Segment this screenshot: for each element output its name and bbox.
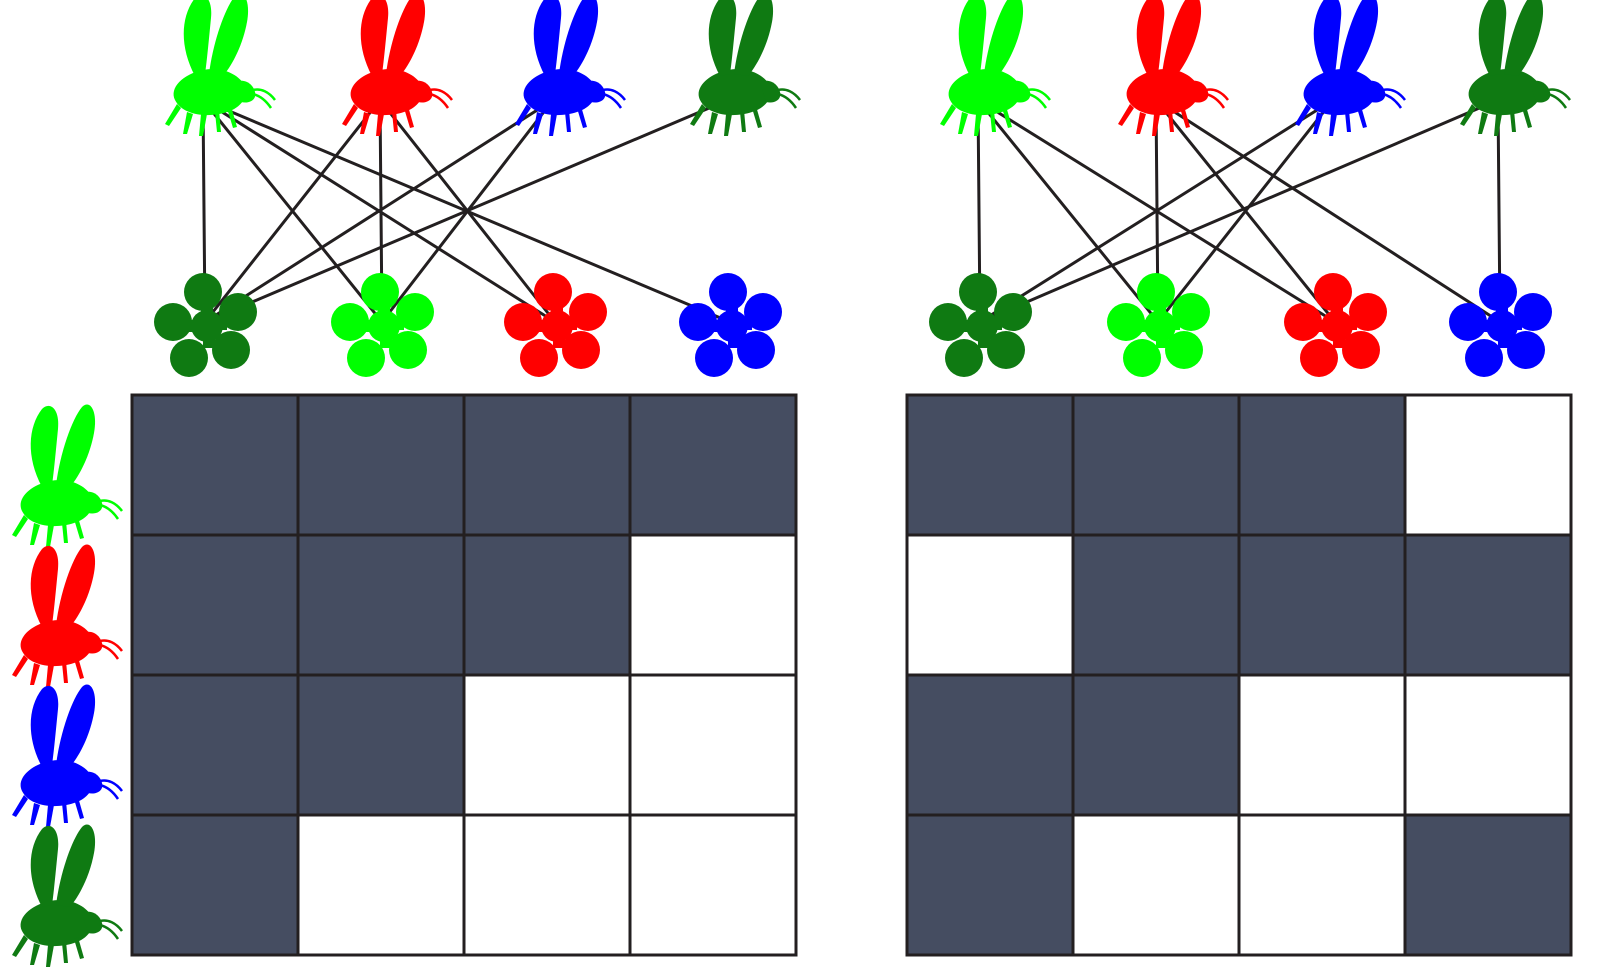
right-network-matrix-border	[905, 393, 1573, 957]
left-network-matrix-cell-3-2	[462, 813, 632, 957]
left-network-matrix-cell-3-3	[628, 813, 798, 957]
left-network-matrix-cell-1-1	[296, 533, 466, 677]
right-network-matrix-cell-3-1	[1071, 813, 1241, 957]
matrix-row-pollinator-dark-green-bee-icon	[10, 823, 124, 969]
right-network-matrix-cell-1-3	[1403, 533, 1573, 677]
left-network-matrix	[130, 393, 798, 957]
left-network-matrix-cell-0-2	[462, 393, 632, 537]
right-network-pollinator-bright-green-bee-icon	[938, 0, 1052, 138]
matrix-row-pollinator-blue-bee-icon	[10, 683, 124, 829]
left-network-matrix-cell-2-2	[462, 673, 632, 817]
right-network-matrix-cell-2-0	[905, 673, 1075, 817]
left-network-matrix-cell-1-2	[462, 533, 632, 677]
right-network-plant-dark-green-flower-icon	[929, 273, 1032, 377]
right-network-pollinator-red-bee-icon	[1116, 0, 1230, 138]
left-network-pollinator-dark-green-bee-icon	[688, 0, 802, 138]
plant-nodes	[154, 273, 1552, 377]
right-network-edge-pollinator-dark-green-plant-dark-green	[978, 98, 1500, 324]
right-network-matrix-cell-1-2	[1237, 533, 1407, 677]
left-network-edge-pollinator-dark-green-plant-dark-green	[203, 98, 730, 324]
matrix-row-pollinator-red-bee-icon	[10, 543, 124, 689]
left-network-edge-pollinator-red-plant-dark-green	[203, 98, 382, 324]
pollinator-nodes	[163, 0, 1572, 138]
left-network-edge-pollinator-blue-plant-dark-green	[203, 98, 555, 324]
right-network-matrix-cell-1-0	[905, 533, 1075, 677]
left-network-matrix-cell-2-3	[628, 673, 798, 817]
right-network-pollinator-dark-green-bee-icon	[1458, 0, 1572, 138]
right-network-edge-pollinator-bright-green-plant-bright-green	[976, 98, 1160, 324]
right-network-matrix-cell-3-0	[905, 813, 1075, 957]
right-network-matrix-cell-0-3	[1403, 393, 1573, 537]
right-network-matrix	[905, 393, 1573, 957]
right-network-plant-bright-green-flower-icon	[1107, 273, 1210, 377]
matrix-row-pollinator-icons	[10, 403, 124, 969]
left-network-plant-red-flower-icon	[504, 273, 607, 377]
left-network-matrix-cell-2-1	[296, 673, 466, 817]
right-network-matrix-cell-0-2	[1237, 393, 1407, 537]
left-network-pollinator-red-bee-icon	[340, 0, 454, 138]
left-network-pollinator-blue-bee-icon	[513, 0, 627, 138]
left-network-matrix-cell-3-0	[130, 813, 300, 957]
right-network-plant-red-flower-icon	[1284, 273, 1387, 377]
left-network-matrix-cell-0-1	[296, 393, 466, 537]
right-network-matrix-cell-2-2	[1237, 673, 1407, 817]
left-network-matrix-cell-0-3	[628, 393, 798, 537]
left-network-matrix-cell-2-0	[130, 673, 300, 817]
right-network-edge-pollinator-red-plant-blue	[1154, 98, 1502, 324]
left-network-matrix-cell-1-3	[628, 533, 798, 677]
left-network-plant-blue-flower-icon	[679, 273, 782, 377]
right-network-matrix-cell-3-2	[1237, 813, 1407, 957]
right-network-plant-blue-flower-icon	[1449, 273, 1552, 377]
left-network-matrix-cell-0-0	[130, 393, 300, 537]
right-network-matrix-cell-3-3	[1403, 813, 1573, 957]
right-network-matrix-cell-1-1	[1071, 533, 1241, 677]
right-network-matrix-cell-2-1	[1071, 673, 1241, 817]
right-network-edge-pollinator-blue-plant-dark-green	[978, 98, 1335, 324]
left-network-matrix-cell-1-0	[130, 533, 300, 677]
right-network-matrix-cell-2-3	[1403, 673, 1573, 817]
right-network-matrix-cell-0-1	[1071, 393, 1241, 537]
left-network-pollinator-bright-green-bee-icon	[163, 0, 277, 138]
left-network-plant-bright-green-flower-icon	[331, 273, 434, 377]
right-network-pollinator-blue-bee-icon	[1293, 0, 1407, 138]
interaction-matrices	[130, 393, 1573, 957]
left-network-plant-dark-green-flower-icon	[154, 273, 257, 377]
left-network-matrix-border	[130, 393, 798, 957]
matrix-row-pollinator-bright-green-bee-icon	[10, 403, 124, 549]
right-network-edge-pollinator-blue-plant-bright-green	[1156, 98, 1335, 324]
left-network-matrix-cell-3-1	[296, 813, 466, 957]
right-network-matrix-cell-0-0	[905, 393, 1075, 537]
